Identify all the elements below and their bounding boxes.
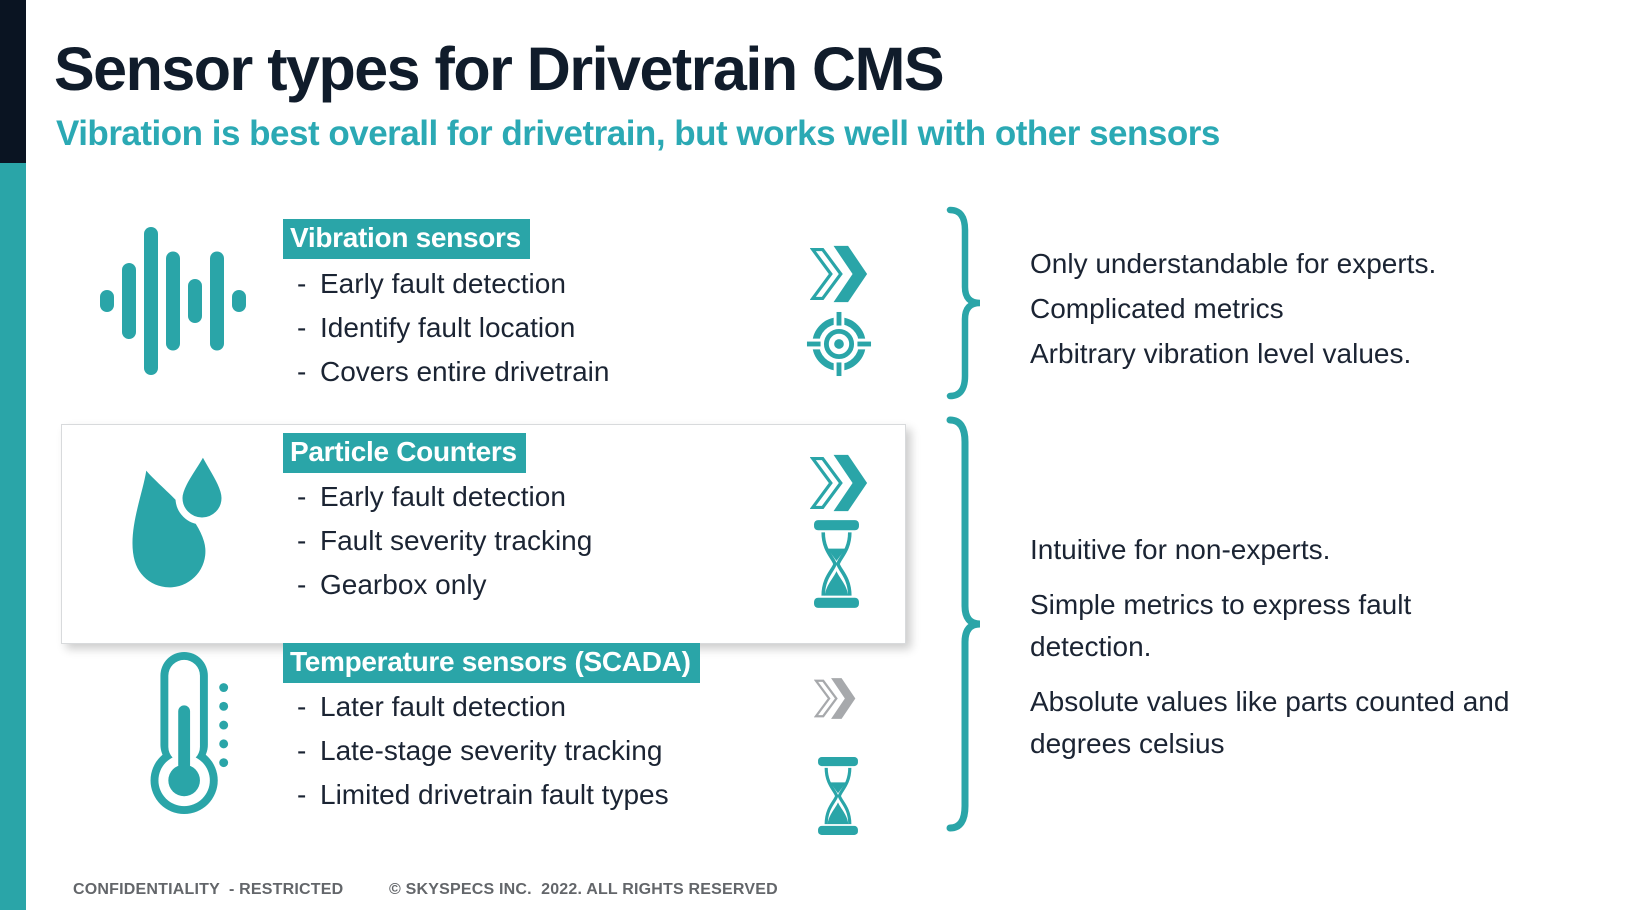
note-line: Simple metrics to express fault detectio…	[1030, 589, 1412, 662]
edge-bar-teal	[0, 163, 26, 910]
bullet-dash: -	[297, 691, 307, 722]
bullet-dash: -	[297, 312, 307, 343]
water-drops-icon	[112, 441, 234, 598]
note-line: Complicated metrics	[1030, 293, 1284, 324]
page-subtitle: Vibration is best overall for drivetrain…	[56, 114, 1220, 153]
note-particle-temperature: Intuitive for non-experts. Simple metric…	[1030, 529, 1510, 778]
bullet-dash: -	[297, 779, 307, 810]
note-line: Arbitrary vibration level values.	[1030, 338, 1412, 369]
bullet-item: -Limited drivetrain fault types	[283, 773, 669, 817]
bullet-dash: -	[297, 481, 307, 512]
bullet-item: -Covers entire drivetrain	[283, 350, 609, 394]
bullet-item: -Later fault detection	[283, 685, 669, 729]
bullet-text: Covers entire drivetrain	[320, 356, 610, 387]
brace-particle-temperature	[944, 416, 984, 832]
note-line: Only understandable for experts.	[1030, 248, 1437, 279]
note-vibration: Only understandable for experts. Complic…	[1030, 243, 1490, 378]
bullet-item: -Early fault detection	[283, 262, 609, 306]
bullet-text: Early fault detection	[320, 268, 566, 299]
bullet-text: Later fault detection	[320, 691, 566, 722]
bullet-dash: -	[297, 525, 307, 556]
page-title: Sensor types for Drivetrain CMS	[54, 35, 945, 103]
target-icon	[806, 311, 872, 377]
footer-copyright: © SKYSPECS INC. 2022. ALL RIGHTS RESERVE…	[389, 881, 778, 898]
bullet-dash: -	[297, 735, 307, 766]
note-line: Absolute values like parts counted and d…	[1030, 686, 1510, 759]
bullet-text: Late-stage severity tracking	[320, 735, 663, 766]
bullet-dash: -	[297, 268, 307, 299]
brace-vibration	[944, 206, 984, 400]
section-label-temperature: Temperature sensors (SCADA)	[283, 643, 700, 683]
bullet-item: -Fault severity tracking	[283, 519, 592, 563]
bullet-text: Fault severity tracking	[320, 525, 593, 556]
note-line: Intuitive for non-experts.	[1030, 534, 1331, 565]
edge-bar-dark	[0, 0, 26, 163]
vibration-bullet-list: -Early fault detection -Identify fault l…	[283, 262, 609, 394]
bullet-dash: -	[297, 356, 307, 387]
footer-confidentiality: CONFIDENTIALITY - RESTRICTED	[73, 881, 344, 898]
bullet-dash: -	[297, 569, 307, 600]
particle-bullet-list: -Early fault detection -Fault severity t…	[283, 475, 592, 607]
double-chevron-icon	[809, 243, 868, 305]
bullet-text: Limited drivetrain fault types	[320, 779, 669, 810]
double-chevron-icon	[809, 452, 868, 514]
section-label-vibration: Vibration sensors	[283, 219, 530, 259]
bullet-text: Identify fault location	[320, 312, 576, 343]
thermometer-icon	[146, 650, 246, 818]
hourglass-icon	[813, 520, 860, 608]
bullet-item: -Identify fault location	[283, 306, 609, 350]
bullet-item: -Late-stage severity tracking	[283, 729, 669, 773]
bullet-text: Early fault detection	[320, 481, 566, 512]
hourglass-icon	[816, 757, 860, 835]
temperature-bullet-list: -Later fault detection -Late-stage sever…	[283, 685, 669, 817]
section-label-particle: Particle Counters	[283, 433, 526, 473]
double-chevron-gray-icon	[813, 676, 856, 721]
waveform-icon	[100, 226, 250, 376]
bullet-item: -Early fault detection	[283, 475, 592, 519]
bullet-text: Gearbox only	[320, 569, 487, 600]
bullet-item: -Gearbox only	[283, 563, 592, 607]
